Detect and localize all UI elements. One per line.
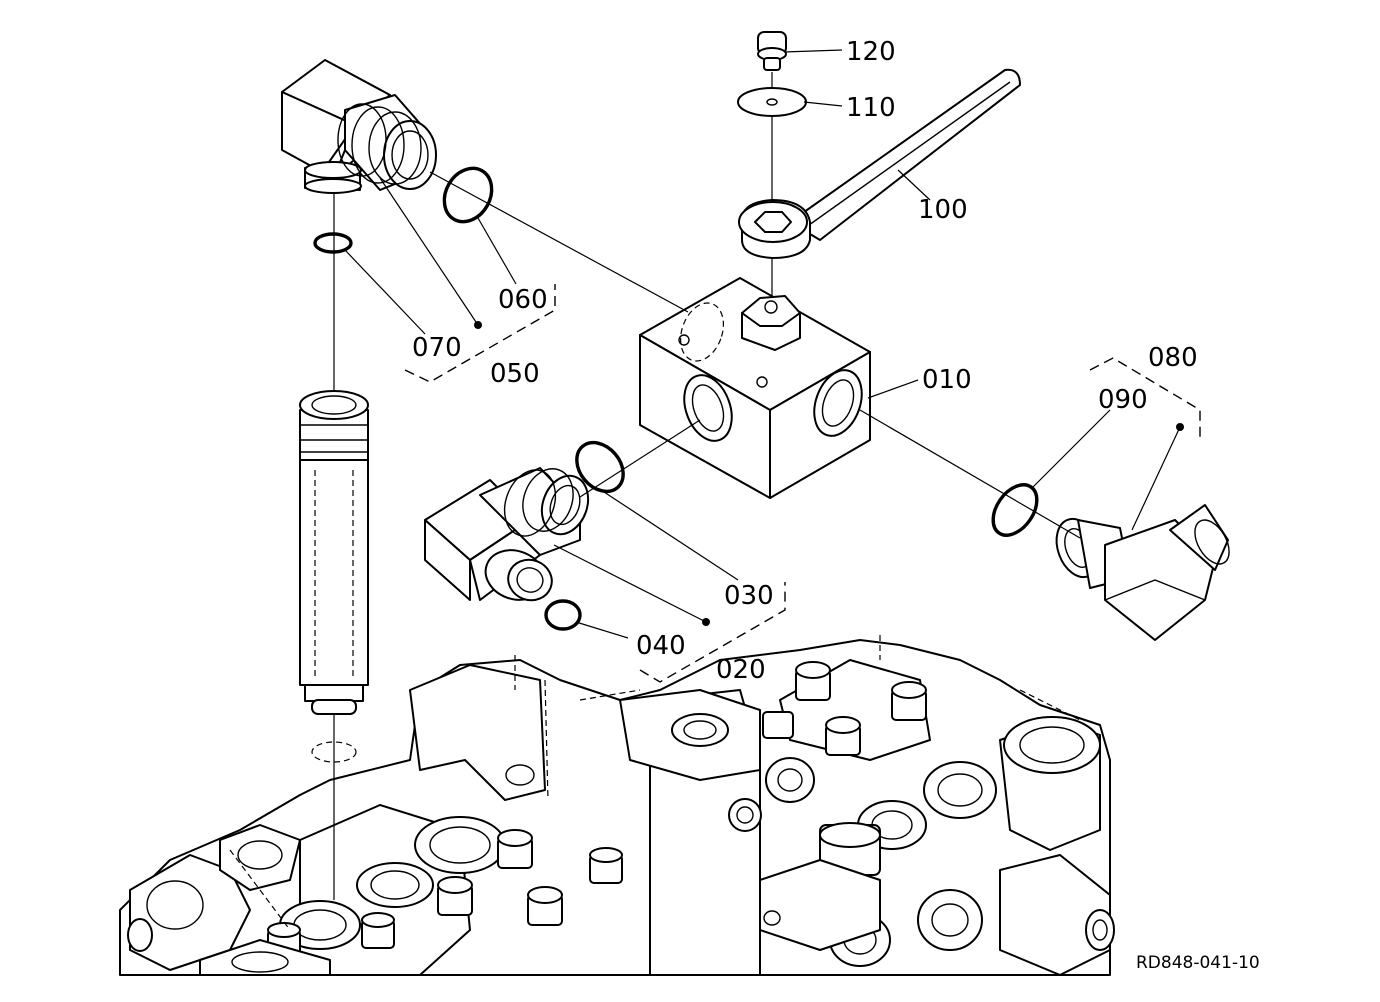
- connector-block-010: [639, 277, 871, 499]
- label-040: 040: [636, 631, 686, 661]
- label-100: 100: [918, 195, 968, 225]
- dot-080: [1176, 423, 1184, 431]
- group-brackets: [404, 284, 1201, 683]
- label-120: 120: [846, 37, 896, 67]
- part-labels: 120 110 100 010 060 070 050 080 090 030 …: [412, 37, 1198, 685]
- label-010: 010: [922, 365, 972, 395]
- dot-020: [702, 618, 710, 626]
- label-080: 080: [1148, 343, 1198, 373]
- label-090: 090: [1098, 385, 1148, 415]
- label-110: 110: [846, 93, 896, 123]
- label-020: 020: [716, 655, 766, 685]
- label-070: 070: [412, 333, 462, 363]
- spanner-wrench-100: [738, 68, 1021, 259]
- control-valve-assembly: [119, 635, 1115, 976]
- drawing-reference-code: RD848-041-10: [1136, 953, 1260, 973]
- o-ring-090: [991, 483, 1039, 537]
- label-060: 060: [498, 285, 548, 315]
- dot-050: [474, 321, 482, 329]
- assembly-lines: [429, 171, 1081, 539]
- label-030: 030: [724, 581, 774, 611]
- cap-120: [757, 31, 787, 71]
- elbow-fitting-080: [1055, 504, 1230, 641]
- o-ring-060: [442, 166, 494, 224]
- o-ring-070: [313, 232, 353, 254]
- leader-lines: [344, 49, 1181, 639]
- elbow-fitting-050: [281, 59, 437, 194]
- relief-valve-cartridge: [299, 390, 369, 763]
- elbow-fitting-020: [424, 467, 590, 602]
- washer-110: [737, 87, 807, 117]
- label-050: 050: [490, 359, 540, 389]
- o-ring-030: [575, 440, 625, 494]
- o-ring-040: [544, 599, 582, 631]
